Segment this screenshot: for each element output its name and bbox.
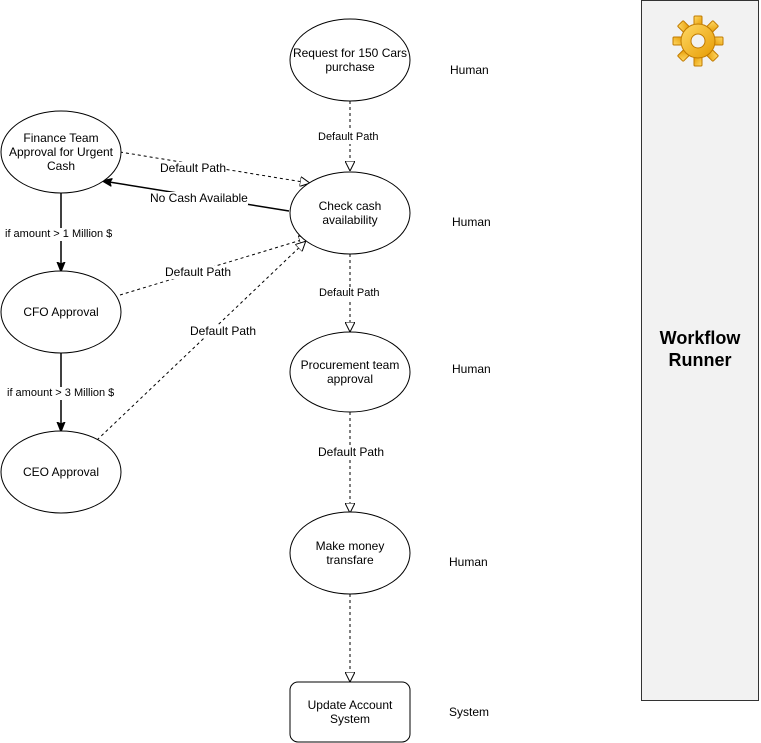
node-ceo: [0, 430, 122, 514]
edge-label-check-to-procurement: Default Path: [319, 287, 380, 300]
node-procurement-label: Procurement team approval: [300, 358, 400, 386]
node-request-label: Request for 150 Cars purchase: [292, 46, 408, 74]
actor-request: Human: [450, 63, 489, 77]
edge-label-amount-1m: if amount > 1 Million $: [5, 228, 113, 241]
node-cfo-label: CFO Approval: [23, 305, 99, 319]
edge-label-procurement-to-money: Default Path: [318, 445, 385, 459]
node-check-cash-label: Check cash availability: [318, 199, 382, 227]
node-money-transfer: [289, 511, 411, 595]
actor-check-cash: Human: [452, 215, 491, 229]
edge-label-request-to-check: Default Path: [318, 131, 379, 144]
node-ceo-label: CEO Approval: [22, 465, 100, 479]
edge-finance-to-check: [119, 151, 309, 183]
node-request: [289, 18, 411, 102]
actor-procurement: Human: [452, 362, 491, 376]
node-update-account: [289, 681, 411, 743]
workflow-runner-panel: [641, 0, 759, 701]
node-update-account-label: Update Account System: [307, 698, 393, 726]
node-cfo: [0, 270, 122, 354]
gear-icon: [672, 15, 724, 67]
actor-update-account: System: [449, 705, 490, 719]
edge-label-cfo-to-check: Default Path: [165, 265, 232, 279]
edge-label-amount-3m: if amount > 3 Million $: [7, 387, 115, 400]
node-finance: [0, 110, 122, 194]
workflow-runner-title: Workflow Runner: [659, 328, 741, 370]
node-check-cash: [289, 171, 411, 255]
edge-label-no-cash: No Cash Available: [150, 191, 248, 205]
actor-money-transfer: Human: [449, 555, 488, 569]
node-money-transfer-label: Make money transfare: [315, 539, 385, 567]
edge-label-ceo-to-check: Default Path: [190, 324, 257, 338]
edge-label-finance-to-check: Default Path: [160, 161, 227, 175]
node-finance-label: Finance Team Approval for Urgent Cash: [8, 131, 114, 173]
node-procurement: [289, 331, 411, 413]
